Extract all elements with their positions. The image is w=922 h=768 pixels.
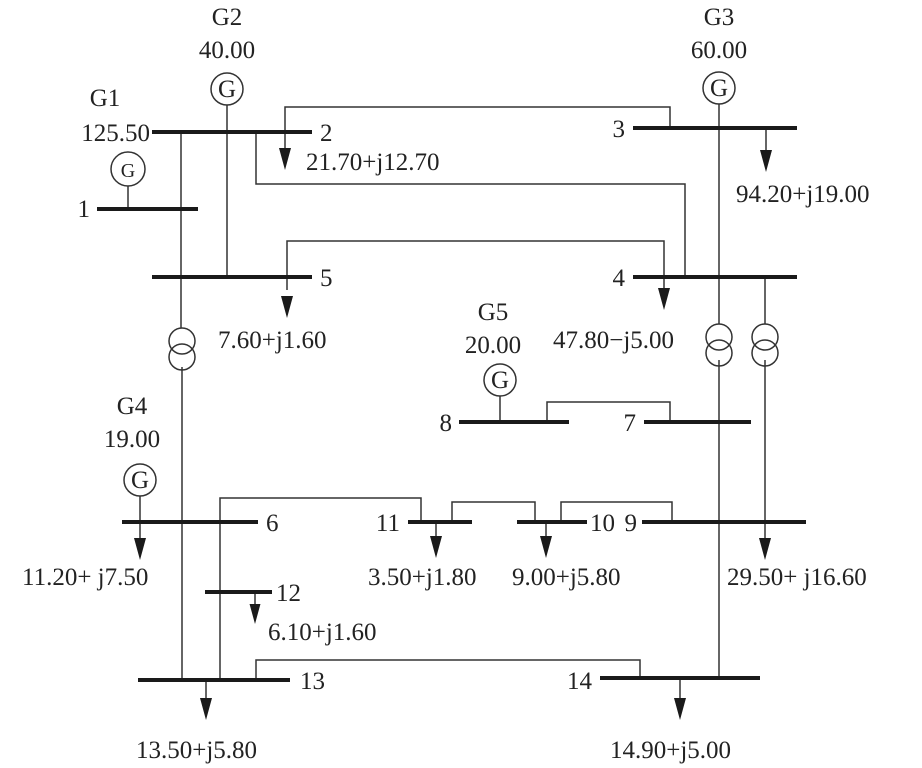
line-6-11-13	[219, 497, 422, 680]
generator-name: G5	[478, 299, 509, 326]
generator-name: G3	[704, 4, 735, 31]
generator-name: G4	[117, 393, 148, 420]
bus-label-5: 5	[320, 265, 333, 292]
generator-symbol: G	[131, 467, 149, 494]
load-arrow-10	[540, 536, 552, 558]
bus-label-12: 12	[276, 580, 301, 607]
load-label-10: 9.00+j5.80	[512, 564, 621, 591]
generator-output: 20.00	[465, 332, 521, 359]
load-arrow-5	[281, 296, 293, 318]
generator-symbol: G	[121, 160, 135, 182]
load-arrow-4	[658, 288, 670, 310]
bus-label-8: 8	[440, 410, 453, 437]
load-labels: 21.70+j12.70 94.20+j19.00 47.80−j5.00 7.…	[22, 149, 870, 764]
bus-label-11: 11	[376, 510, 400, 537]
bus-label-7: 7	[624, 410, 637, 437]
buses	[97, 126, 806, 682]
transformer-4-7	[705, 323, 733, 367]
load-label-2: 21.70+j12.70	[306, 149, 440, 176]
load-arrow-2	[279, 148, 291, 170]
load-arrow-12	[249, 604, 261, 624]
load-arrow-9	[759, 538, 771, 560]
line-10-9	[560, 501, 673, 522]
line-2-4	[255, 132, 686, 277]
bus-label-14: 14	[567, 668, 593, 695]
line-10-11	[451, 501, 536, 522]
generator-icon	[110, 151, 146, 187]
bus-label-4: 4	[613, 265, 626, 292]
generator-output: 60.00	[691, 37, 747, 64]
load-label-11: 3.50+j1.80	[368, 564, 477, 591]
load-arrow-14	[674, 698, 686, 720]
transmission-lines	[127, 104, 767, 700]
bus-label-3: 3	[613, 116, 626, 143]
load-arrows	[134, 148, 772, 720]
generator-output: 125.50	[81, 120, 150, 147]
generator-output: 40.00	[199, 37, 255, 64]
load-label-12: 6.10+j1.60	[268, 619, 377, 646]
load-label-6: 11.20+ j7.50	[22, 564, 148, 591]
generator-g3: G G3 60.00	[691, 4, 747, 105]
load-arrow-6	[134, 538, 146, 560]
generator-g5: G G5 20.00	[465, 299, 521, 397]
load-label-4: 47.80−j5.00	[553, 327, 674, 354]
load-label-3: 94.20+j19.00	[736, 181, 870, 208]
transformer-4-9	[751, 323, 779, 367]
load-arrow-11	[430, 536, 442, 558]
generator-output: 19.00	[104, 426, 160, 453]
generator-icon	[123, 463, 157, 497]
generator-g1: G G1 125.50	[81, 85, 150, 187]
bus-label-9: 9	[625, 510, 638, 537]
generator-symbol: G	[710, 75, 728, 102]
generator-symbol: G	[218, 76, 236, 103]
load-label-5: 7.60+j1.60	[218, 327, 327, 354]
load-stubs	[205, 128, 767, 700]
generator-name: G2	[212, 4, 243, 31]
bus-label-2: 2	[320, 120, 333, 147]
generator-g2: G G2 40.00	[199, 4, 255, 106]
line-13-14	[255, 659, 641, 680]
line-5-4	[286, 240, 665, 290]
generator-icon	[702, 71, 736, 105]
bus-label-10: 10	[590, 510, 615, 537]
generator-symbol: G	[491, 367, 509, 394]
load-label-13: 13.50+j5.80	[136, 737, 257, 764]
transformer-5-6	[168, 327, 196, 371]
bus-label-6: 6	[266, 510, 279, 537]
generator-name: G1	[90, 85, 121, 112]
line-8-7	[546, 401, 671, 422]
load-arrow-13	[200, 698, 212, 720]
bus-label-13: 13	[300, 668, 325, 695]
bus-labels: 1 2 3 4 5 6 7 8 9 10 11 12 13 14	[78, 116, 638, 695]
line-2-3	[284, 106, 671, 150]
load-arrow-3	[760, 150, 772, 172]
bus-label-1: 1	[78, 196, 91, 223]
load-label-9: 29.50+ j16.60	[727, 564, 867, 591]
generator-g4: G G4 19.00	[104, 393, 160, 497]
generator-icon	[483, 363, 517, 397]
line-1-13-trunk	[180, 132, 183, 680]
load-label-14: 14.90+j5.00	[610, 737, 731, 764]
generator-icon	[210, 72, 244, 106]
